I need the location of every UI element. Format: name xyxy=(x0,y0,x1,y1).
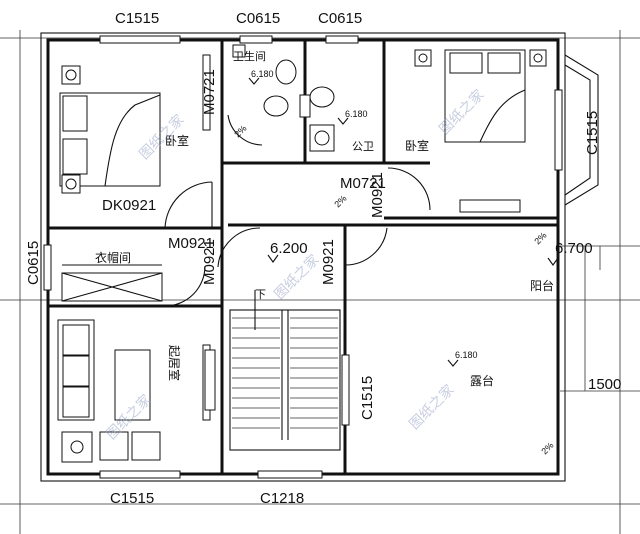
window-right: C1515 xyxy=(584,111,601,155)
dimension-right: 1500 xyxy=(588,376,621,393)
door-bedroom-left: M0921 xyxy=(201,239,218,285)
room-bedroom-left: 卧室 xyxy=(165,133,189,148)
level-public-bath: 6.180 xyxy=(345,109,368,119)
level-marks xyxy=(248,77,559,367)
window-left-closet: C0615 xyxy=(25,241,42,285)
room-bathroom-private: 卫生间 xyxy=(233,49,266,63)
door-master-bed: M0921 xyxy=(369,172,386,218)
interior-walls xyxy=(48,40,558,474)
window-bottom-stair: C1218 xyxy=(260,490,304,507)
door-living: M0921 xyxy=(320,239,337,285)
window-top-mid-1: C0615 xyxy=(236,10,280,27)
room-living: 起居室 xyxy=(167,345,182,381)
room-closet: 衣帽间 xyxy=(95,250,131,265)
door-swings xyxy=(164,114,431,307)
window-bottom-left: C1515 xyxy=(110,490,154,507)
staircase xyxy=(229,290,341,451)
room-terrace: 露台 xyxy=(470,373,494,388)
room-public-bath: 公卫 xyxy=(352,140,374,153)
room-balcony: 阳台 xyxy=(530,278,554,293)
slope-mark: 2% xyxy=(332,193,348,209)
watermark: 图纸之家 xyxy=(406,381,458,433)
window-top-left: C1515 xyxy=(115,10,159,27)
door-closet: M0921 xyxy=(168,235,214,252)
slope-mark: 2% xyxy=(532,230,548,246)
left-bedroom-furniture xyxy=(59,65,161,194)
slope-mark: 2% xyxy=(232,123,248,139)
stair-down-label: 下 xyxy=(255,288,266,301)
slope-mark: 2% xyxy=(539,440,555,456)
level-terrace: 6.180 xyxy=(455,350,478,360)
level-bath: 6.180 xyxy=(251,69,274,79)
window-terrace-inner: C1515 xyxy=(359,376,376,420)
living-room-furniture xyxy=(57,319,216,463)
closet-storage xyxy=(61,264,163,302)
room-bedroom-right: 卧室 xyxy=(405,138,429,153)
window-top-mid-2: C0615 xyxy=(318,10,362,27)
level-floor: 6.200 xyxy=(270,240,308,257)
door-dk: DK0921 xyxy=(102,197,156,214)
watermark: 图纸之家 xyxy=(271,251,323,303)
bathroom-fixtures xyxy=(232,44,335,152)
right-bedroom-furniture xyxy=(414,49,547,213)
labels: C1515 C0615 C0615 C1515 C1218 C1515 C061… xyxy=(25,10,621,507)
door-public-bath: M0721 xyxy=(340,175,386,192)
level-balcony: 6.700 xyxy=(555,240,593,257)
door-bath-private: M0721 xyxy=(201,69,218,115)
